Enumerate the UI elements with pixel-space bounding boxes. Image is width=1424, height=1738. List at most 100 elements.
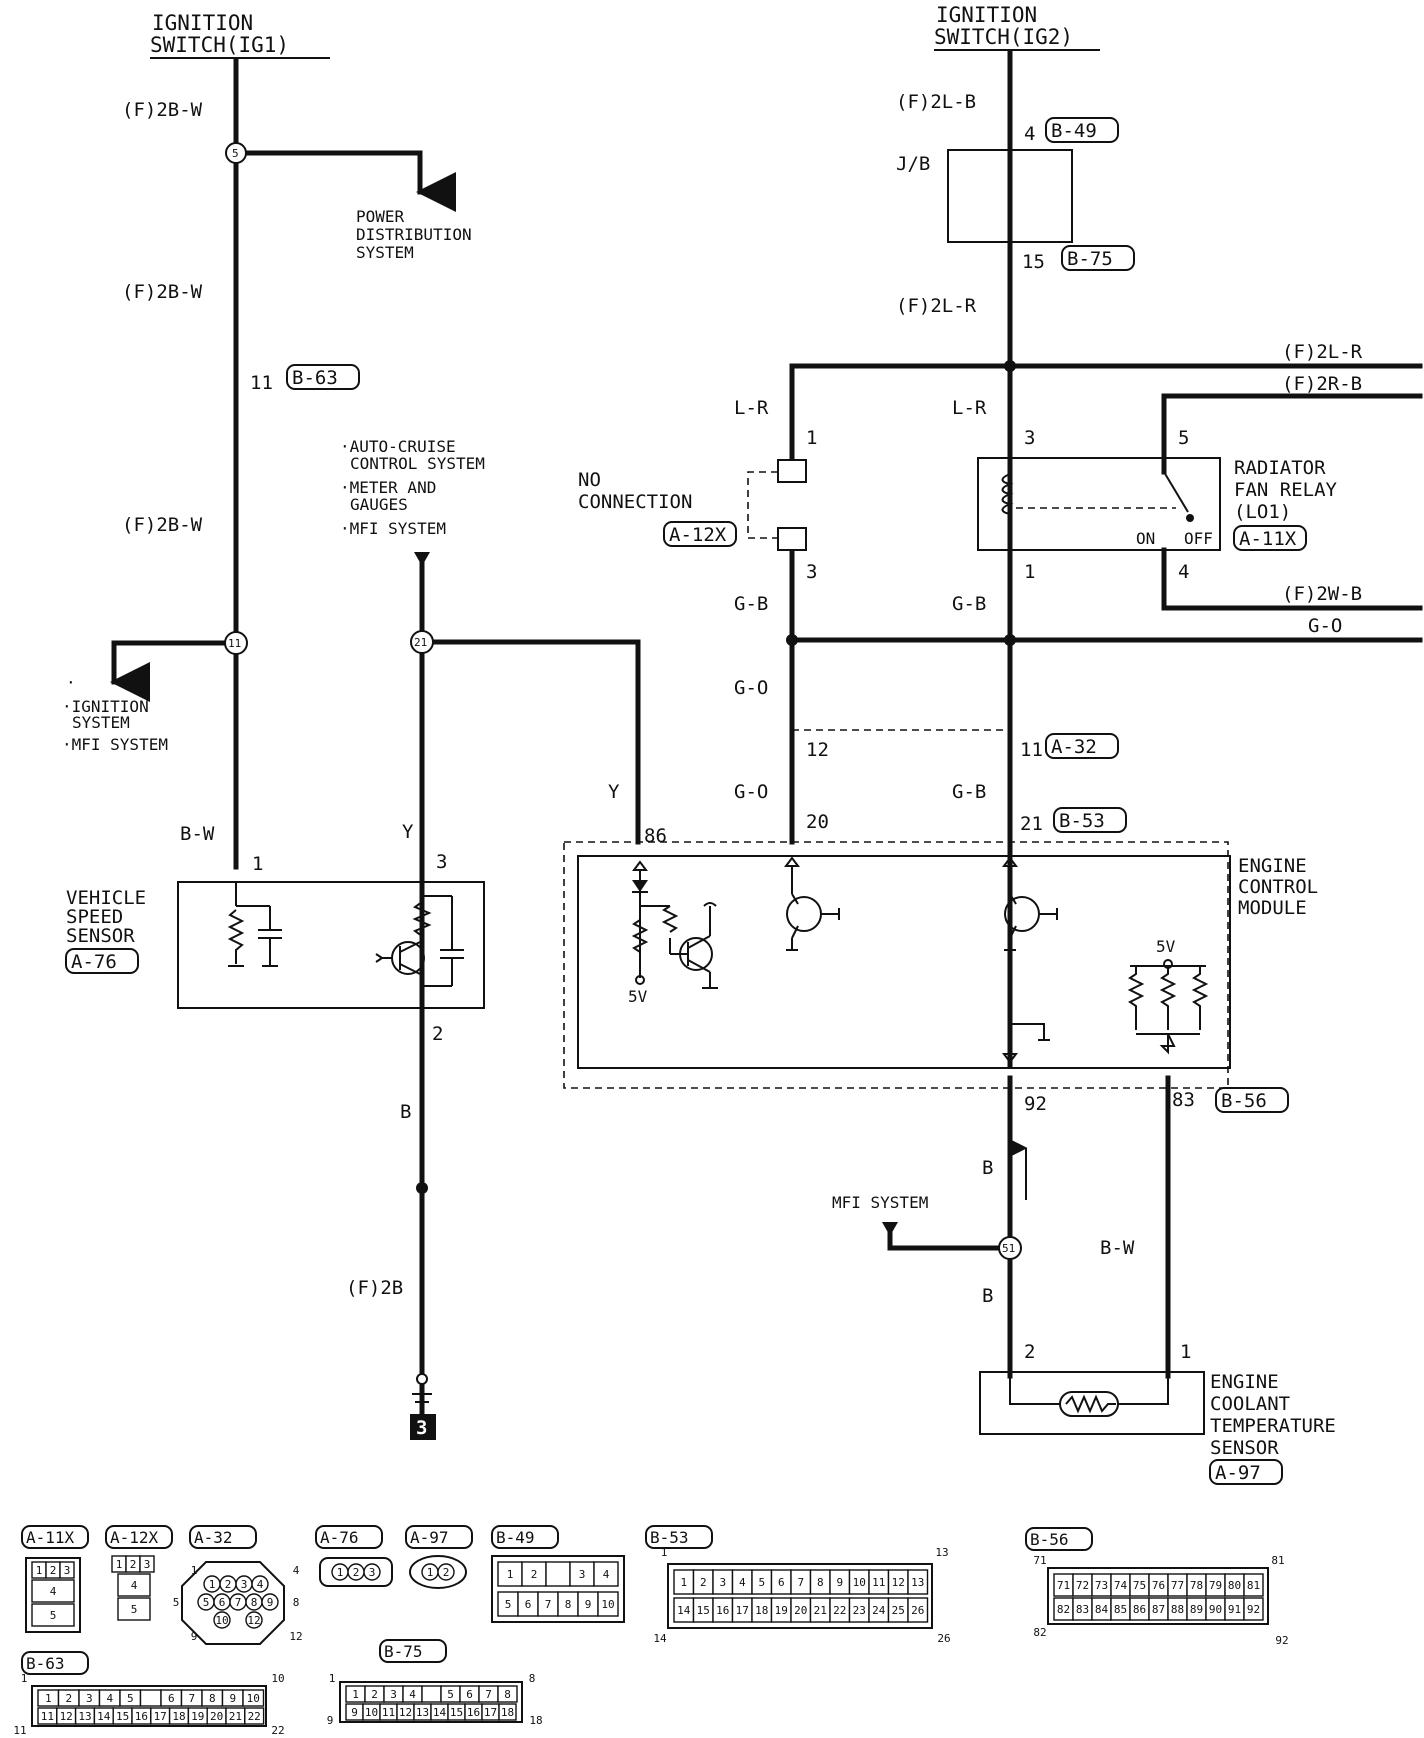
a11x-pin-4-cell bbox=[31, 1603, 75, 1627]
legend-b56-tag: B-56 bbox=[1030, 1530, 1069, 1549]
a32-outer-4: 9 bbox=[191, 1630, 198, 1643]
wire-label-f2lr-right: (F)2L-R bbox=[1282, 341, 1363, 363]
legend-b75-tag-box bbox=[379, 1639, 447, 1663]
thermistor-icon bbox=[1065, 1394, 1116, 1414]
b53-grid-pin-4: 5 bbox=[758, 1576, 765, 1589]
ground-ref-box bbox=[410, 1414, 436, 1440]
a11x-tag-box bbox=[1233, 525, 1307, 551]
b63-grid-pin-8: 19 bbox=[191, 1710, 204, 1723]
b49-tag: B-49 bbox=[1051, 120, 1097, 142]
ecm-diode bbox=[632, 880, 648, 892]
legend-b56-body bbox=[1047, 1567, 1269, 1625]
a12x-pin-4-cell bbox=[117, 1597, 151, 1621]
b63-grid-pin-6: 17 bbox=[154, 1710, 167, 1723]
mfi-label: MFI SYSTEM bbox=[832, 1193, 928, 1212]
wire-label-f2bw-1: (F)2B-W bbox=[122, 99, 203, 121]
wire-label-f2bw-3: (F)2B-W bbox=[122, 514, 203, 536]
legend-a12x-tag-box bbox=[105, 1525, 173, 1549]
ign-sys-label-2: SYSTEM bbox=[72, 713, 130, 732]
a32-outer-5: 12 bbox=[289, 1630, 302, 1643]
legend-a76-body bbox=[319, 1557, 393, 1587]
b63-grid-pin-3: 14 bbox=[97, 1710, 111, 1723]
b75-grid-pin-4-cell bbox=[421, 1685, 442, 1703]
wire-label-b-ground: B bbox=[400, 1101, 411, 1123]
a32-tag-box bbox=[1045, 733, 1119, 759]
auto-cruise-label-2: CONTROL SYSTEM bbox=[350, 454, 485, 473]
a32-pin-0: 1 bbox=[209, 1578, 216, 1591]
a32-outer-3: 8 bbox=[293, 1596, 300, 1609]
ig2-title-1: IGNITION bbox=[936, 3, 1037, 27]
ect-pin-1: 1 bbox=[1180, 1341, 1191, 1363]
vss-pin-1: 1 bbox=[252, 853, 263, 875]
relay-contact bbox=[1186, 514, 1194, 522]
a12x-pin-3-cell bbox=[117, 1573, 151, 1597]
ig2-branch: IGNITION SWITCH(IG2) (F)2L-B 4 B-49 J/B … bbox=[789, 3, 1423, 1069]
b75-tag: B-75 bbox=[1067, 248, 1113, 270]
ect-lead-left bbox=[1009, 1376, 1060, 1405]
b75-grid-pin-9-cell bbox=[498, 1703, 517, 1721]
ecm-86-terminal bbox=[632, 860, 648, 871]
coolant-temperature-sensor: 92 83 B-56 B MFI SYSTEM 51 B-W B 2 1 ENG… bbox=[832, 1075, 1336, 1485]
a11x-pin-2-cell bbox=[59, 1561, 75, 1579]
a32-pin-7: 8 bbox=[251, 1596, 258, 1609]
b63-grid-pin-4: 5 bbox=[127, 1692, 134, 1705]
b56-grid-pin-9: 80 bbox=[1228, 1579, 1241, 1592]
b56-grid-pin-10-cell bbox=[1243, 1573, 1264, 1597]
b53-grid-pin-8: 22 bbox=[833, 1604, 846, 1617]
b49-grid-pin-0: 1 bbox=[507, 1568, 514, 1581]
b63-grid-pin-11: 22 bbox=[248, 1710, 261, 1723]
wire-label-go-1: G-O bbox=[734, 677, 768, 699]
ecm-5v-terminal bbox=[635, 975, 645, 985]
a11x-pin-1: 2 bbox=[50, 1564, 57, 1577]
b53-grid-pin-7: 8 bbox=[817, 1576, 824, 1589]
ground-ref-label: 3 bbox=[416, 1417, 427, 1439]
a32-pin-11: 11 bbox=[1020, 739, 1043, 761]
ecm-21-collector bbox=[1009, 893, 1017, 905]
legend-b49-body bbox=[491, 1555, 625, 1623]
a12x-tag-box bbox=[663, 521, 737, 547]
b75-tag-box bbox=[1061, 245, 1135, 271]
legend-b63-tag: B-63 bbox=[26, 1654, 65, 1673]
b56-tag-box bbox=[1215, 1087, 1289, 1113]
a97-tag-box bbox=[1209, 1459, 1283, 1485]
a12x-tag: A-12X bbox=[669, 524, 727, 546]
b63-grid-pin-6: 6 bbox=[168, 1692, 175, 1705]
b53-tag-box bbox=[1053, 807, 1127, 833]
legend-a97-tag-box bbox=[405, 1525, 473, 1549]
b63-grid-pin-2: 3 bbox=[86, 1692, 93, 1705]
b63-grid-pin-1: 12 bbox=[60, 1710, 73, 1723]
legend-a76-tag: A-76 bbox=[320, 1528, 359, 1547]
wire-label-f2lr: (F)2L-R bbox=[896, 295, 977, 317]
wire-label-lr-left: L-R bbox=[734, 397, 769, 419]
a32-pin-5: 6 bbox=[219, 1596, 226, 1609]
junction-block bbox=[947, 149, 1073, 243]
legend-a97-body bbox=[409, 1555, 467, 1589]
vss-resistor-1 bbox=[227, 909, 245, 964]
b49-grid-pin-5: 10 bbox=[601, 1598, 614, 1611]
wire-label-gb-left: G-B bbox=[734, 593, 768, 615]
b75-grid-pin-3: 4 bbox=[409, 1688, 416, 1701]
b53-grid-pin-1: 2 bbox=[700, 1576, 707, 1589]
ecm-base-resistor bbox=[661, 905, 679, 933]
b56-grid-pin-4: 86 bbox=[1133, 1603, 1146, 1616]
ig1-title-2: SWITCH(IG1) bbox=[150, 33, 289, 57]
b63-tag: B-63 bbox=[292, 367, 338, 389]
legend-a32-tag: A-32 bbox=[194, 1528, 233, 1547]
a32-pin-3-ring bbox=[251, 1575, 269, 1593]
ecm-pin-86: 86 bbox=[644, 825, 667, 847]
b49-grid-pin-2-cell bbox=[545, 1561, 571, 1587]
relay-pin-4: 4 bbox=[1178, 561, 1189, 583]
ecm-5v-label-1: 5V bbox=[628, 987, 648, 1006]
wire-label-go-2: G-O bbox=[734, 781, 768, 803]
b49-grid-pin-5-cell bbox=[597, 1591, 619, 1617]
b75-grid-pin-1: 2 bbox=[371, 1688, 378, 1701]
a76-pin-2: 3 bbox=[369, 1566, 376, 1579]
b75-grid-pin-2: 11 bbox=[382, 1706, 395, 1719]
a32-pin-12: 12 bbox=[806, 739, 829, 761]
splice-21-label: 21 bbox=[414, 636, 427, 649]
relay-off-label: OFF bbox=[1184, 529, 1213, 548]
b63-grid-pin-7: 7 bbox=[188, 1692, 195, 1705]
